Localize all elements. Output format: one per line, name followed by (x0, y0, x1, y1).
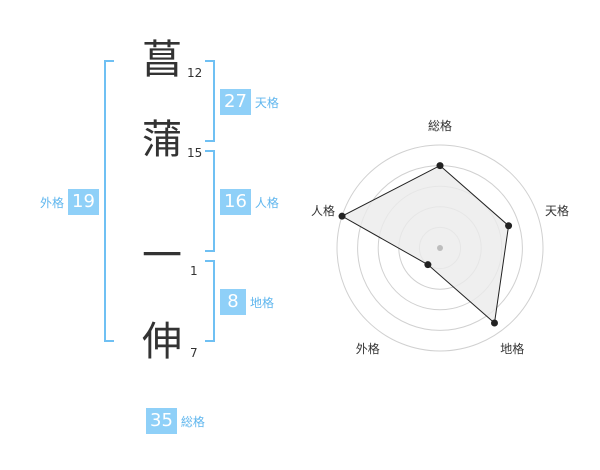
soukaku-badge: 35 総格 (146, 408, 205, 434)
chikaku-value: 8 (220, 289, 246, 315)
radar-axis-label: 総格 (428, 119, 453, 133)
gaikaku-label: 外格 (40, 195, 65, 210)
radar-center-dot (437, 245, 443, 251)
tenkaku-value: 27 (220, 89, 251, 115)
jinkaku-badge: 16 人格 (220, 189, 279, 215)
soukaku-value: 35 (146, 408, 177, 434)
radar-axis-label: 天格 (544, 203, 569, 218)
gaikaku-value: 19 (68, 189, 99, 215)
radar-point (505, 222, 513, 230)
radar-axis-label: 地格 (500, 341, 525, 356)
radar-axis-label: 外格 (355, 341, 380, 356)
jinkaku-label: 人格 (254, 195, 279, 210)
jinkaku-value: 16 (220, 189, 251, 215)
jinkaku-bracket (205, 150, 215, 252)
gaikaku-badge: 外格 19 (40, 189, 99, 215)
tenkaku-badge: 27 天格 (220, 89, 279, 115)
name-char-2: 蒲 (142, 117, 182, 163)
chikaku-label: 地格 (250, 295, 275, 310)
stroke-count-2: 15 (187, 146, 203, 160)
name-char-1: 菖 (142, 37, 182, 83)
gaikaku-bracket (104, 60, 114, 342)
radar-polygon (340, 164, 510, 324)
radar-point (490, 319, 498, 327)
stroke-count-1: 12 (187, 66, 203, 80)
stroke-count-3: 1 (190, 264, 198, 278)
tenkaku-label: 天格 (254, 95, 279, 110)
radar-point (338, 212, 346, 220)
tenkaku-bracket (205, 60, 215, 142)
stroke-count-4: 7 (190, 346, 198, 360)
chikaku-bracket (205, 260, 215, 342)
radar-point (424, 261, 432, 269)
name-char-4: 伸 (142, 319, 182, 365)
radar-point (436, 162, 444, 170)
soukaku-label: 総格 (180, 414, 205, 429)
radar-axis-label: 人格 (311, 203, 336, 218)
name-char-3: 一 (142, 233, 182, 279)
chikaku-badge: 8 地格 (220, 289, 274, 315)
